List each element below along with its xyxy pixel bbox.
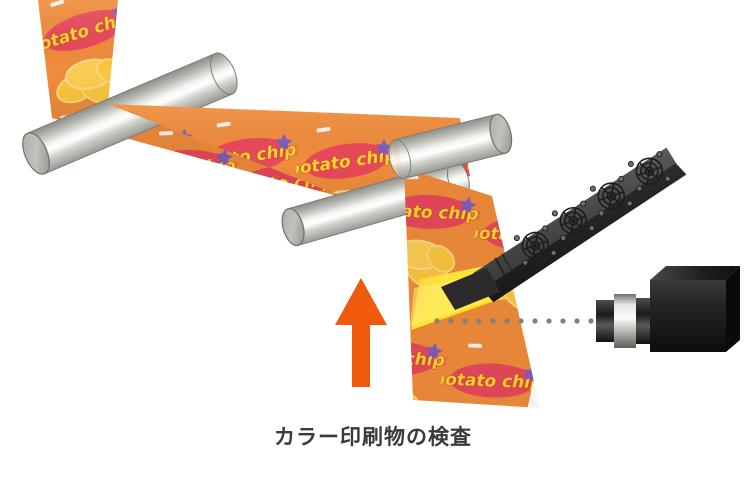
led-line-light <box>441 147 687 310</box>
roller-upper-left <box>22 52 238 175</box>
roller-upper-right <box>388 113 513 180</box>
film-top-vertical <box>38 0 118 118</box>
travel-direction-arrow <box>335 278 387 387</box>
page-caption: カラー印刷物の検査 <box>274 425 472 449</box>
film-middle-horizontal <box>108 104 470 200</box>
inspection-camera <box>596 266 740 352</box>
camera-sight-line <box>434 318 594 324</box>
